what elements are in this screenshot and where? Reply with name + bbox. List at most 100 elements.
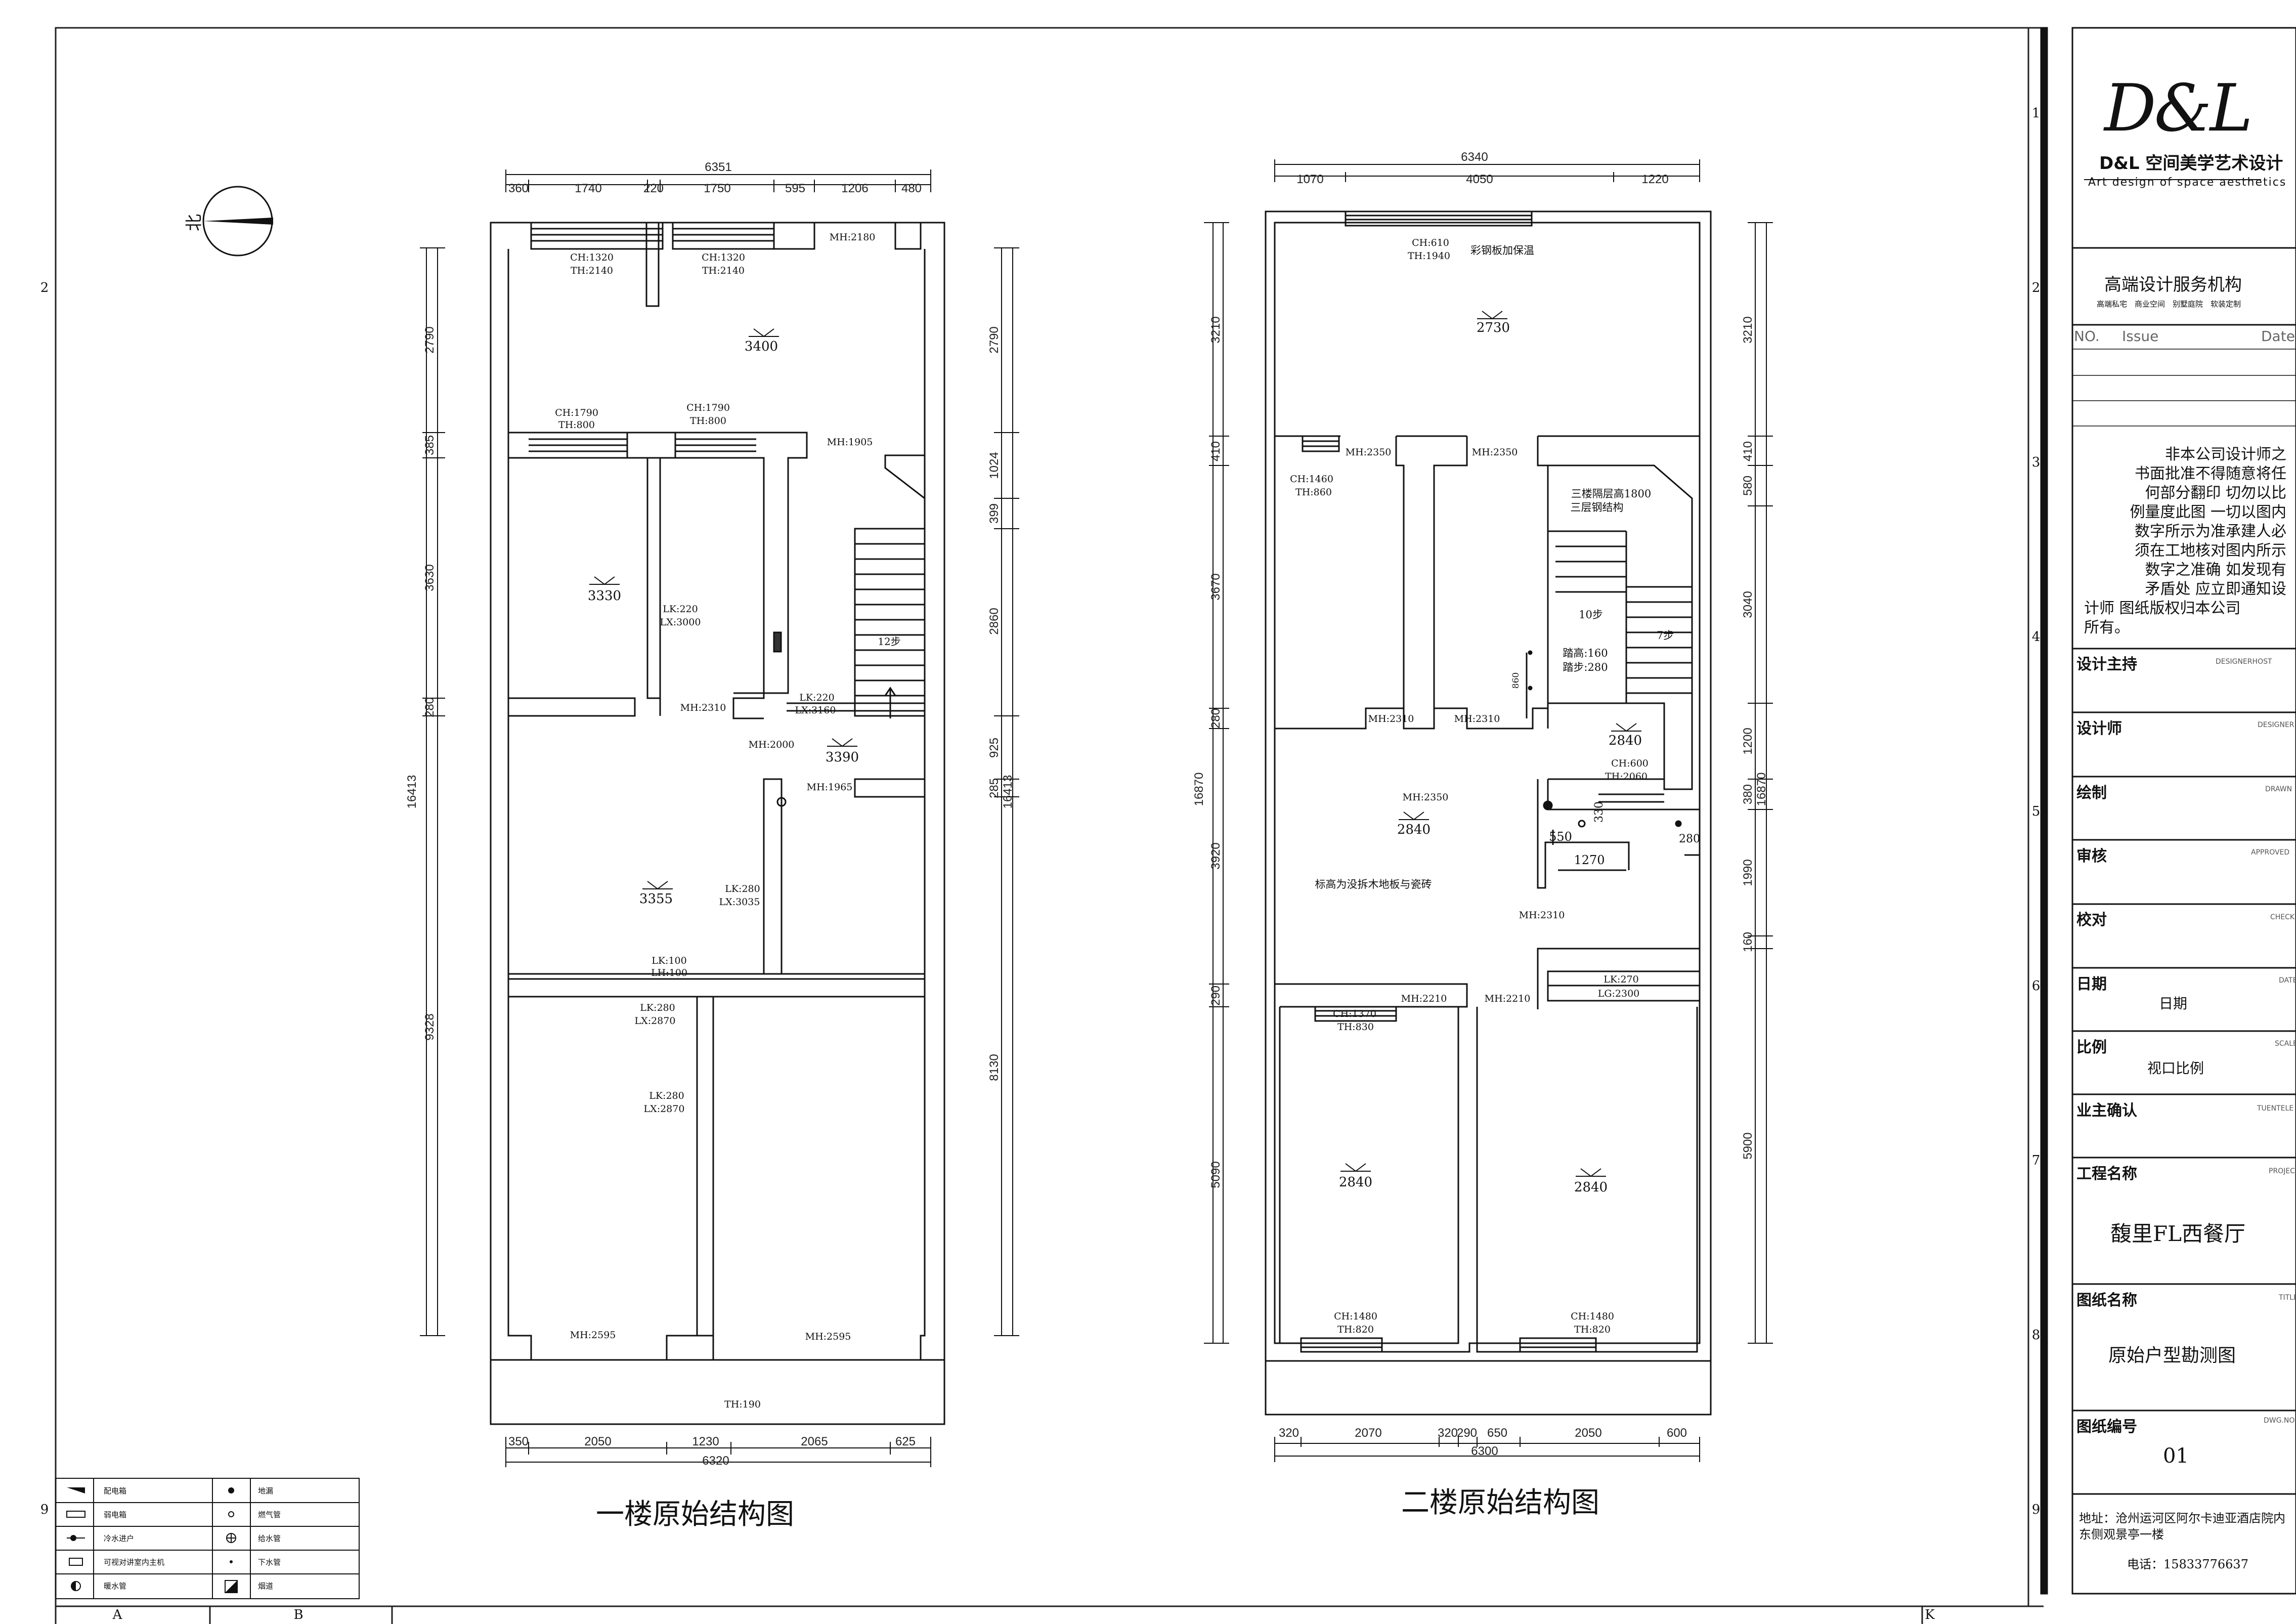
notice-line: 例量度此图 一切以图内 [2130,503,2286,521]
legend-table: 配电箱 弱电箱 冷水进户 可视对讲室内主机 暖水管 地漏 燃气管 给水管 下水管… [55,1478,360,1599]
company-name: D&L 空间美学艺术设计 [2099,153,2283,174]
f2-level: 2730 [1477,320,1510,335]
project-label: 工程名称 [2076,1165,2137,1183]
copyright-notice: 非本公司设计师之 书面批准不得随意将任 何部分翻印 切勿以比 例量度此图 一切以… [2084,445,2286,637]
f2-label: MH:2310 [1368,713,1414,724]
f2-dim-bot-5: 2050 [1575,1426,1601,1440]
f1-label: LK:280 [640,1002,675,1013]
f1-dim-right-5: 285 [987,778,1001,798]
f2-label: MH:2310 [1454,713,1500,724]
f1-label: TH:800 [558,419,595,431]
f2-dim-top-0: 1070 [1296,173,1323,186]
field-label-drawn: 绘制 [2076,784,2107,802]
f1-dim-bot-0: 350 [508,1435,529,1448]
f2-dim-right-7: 160 [1741,932,1755,952]
floor1-plan: 6351 360 1740 220 1750 595 1206 480 350 … [405,160,1019,1468]
floor1-labels: CH:1320 TH:2140 CH:1320 TH:2140 MH:2180 … [555,232,901,1410]
f1-dim-top-2: 220 [643,182,664,195]
f1-label: MH:2000 [749,739,795,750]
f2-dim-left-2: 3670 [1209,573,1223,600]
f2-dim-top-total: 6340 [1461,150,1488,164]
f2-dim-right-4: 1200 [1741,728,1755,754]
f1-dim-bot-1: 2050 [584,1435,611,1448]
f2-level: 2840 [1574,1180,1608,1195]
f1-dim-bot-total: 6320 [702,1454,729,1468]
notice-line: 数字所示为准承建人必 [2135,523,2286,540]
f1-label: MH:1905 [827,437,873,448]
f1-dim-right-6: 8130 [987,1054,1001,1081]
f2-label: 280 [1679,833,1700,845]
f2-dim-right-total: 16870 [1755,773,1768,806]
grid-row-8: 8 [2032,1328,2041,1343]
f1-dim-right-0: 2790 [987,326,1001,353]
f1-label: CH:1790 [686,402,730,413]
f2-dim-bot-total: 6300 [1471,1444,1498,1458]
notice-line: 书面批准不得随意将任 [2135,465,2286,483]
legend-desc-3: 给水管 [258,1534,281,1543]
f1-dim-left-1: 385 [423,435,437,455]
f2-label: MH:2210 [1485,993,1531,1004]
grid-row-9: 9 [2032,1502,2041,1517]
f1-dim-right-4: 925 [987,738,1001,758]
legend-symbol-1: 配电箱 [104,1486,126,1495]
f2-label: 彩钢板加保温 [1470,244,1534,257]
address-value: 沧州运河区阿尔卡迪亚酒店院内东侧观景亭一楼 [2079,1511,2285,1542]
f1-label: LX:3035 [719,896,760,908]
number-label-en: DWG.NO [2264,1417,2295,1425]
north-label: 北 [184,214,204,231]
grid-row-4: 4 [2032,629,2041,645]
f2-dim-right-1: 410 [1741,441,1755,461]
f2-dim-left-1: 410 [1209,441,1223,461]
f2-dim-bot-1: 2070 [1355,1426,1381,1440]
grid-row-2: 2 [2032,280,2041,295]
f2-label: TH:860 [1295,487,1332,498]
f2-label: 标高为没拆木地板与瓷砖 [1315,878,1432,890]
grid-row-5: 5 [2032,804,2041,819]
field-en-date: DATE [2279,976,2296,985]
north-arrow: 北 [184,186,273,257]
f1-label: LX:3160 [795,705,836,716]
issue-issue-header: Issue [2122,328,2159,345]
f1-dim-top-total: 6351 [705,160,731,174]
f2-dim-left-0: 3210 [1209,316,1223,343]
f2-level: 2840 [1339,1175,1372,1190]
f2-dim-top-1: 4050 [1466,173,1493,186]
f1-dim-bot-2: 1230 [692,1435,719,1448]
f1-dim-right-3: 2860 [987,608,1001,634]
f2-dim-bot-3: 290 [1457,1426,1477,1440]
field-label-approved: 审核 [2076,847,2107,865]
field-value-date: 日期 [2159,995,2188,1012]
f2-dim-right-2: 580 [1741,476,1755,496]
f1-label: LH:100 [651,967,687,978]
f2-label: TH:2060 [1605,771,1648,782]
f1-label: TH:2140 [702,265,745,276]
f2-dim-left-4: 3920 [1209,842,1223,869]
floor2-plan: 6340 1070 4050 1220 320 2070 320 290 650… [1192,150,1773,1462]
field-label-date: 日期 [2076,975,2107,993]
floor2-level-marks [1340,311,1641,1177]
f1-dim-top-4: 595 [785,182,805,195]
title-block-frame [2040,27,2296,1595]
f2-label: CH:1370 [1333,1008,1376,1019]
address-label: 地址： [2079,1511,2115,1525]
notice-line: 须在工地核对图内所示 [2135,542,2286,560]
f2-dim-left-total: 16870 [1192,773,1206,806]
issue-date-header: Date [2261,328,2295,345]
f2-label: CH:1480 [1334,1311,1377,1322]
legend-symbol-4: 可视对讲室内主机 [104,1558,164,1567]
grid-row-6: 6 [2032,978,2041,994]
f1-level: 3355 [639,891,673,907]
f1-label: MH:1965 [807,782,853,793]
f2-label: TH:820 [1337,1324,1374,1335]
f2-label: LG:2300 [1598,988,1640,999]
f1-dim-right-total: 16413 [1001,775,1015,809]
f1-level: 3400 [745,339,778,354]
grid-left-9: 9 [40,1502,49,1517]
grid-left-2: 2 [40,280,49,295]
field-label-designer-host: 设计主持 [2076,656,2137,673]
f2-label: TH:820 [1574,1324,1611,1335]
f2-label: TH:830 [1337,1021,1374,1033]
f1-label: LK:100 [652,955,686,966]
floor2-labels: CH:610 TH:1940 彩钢板加保温 2730 MH:2350 MH:23… [1290,237,1700,1335]
